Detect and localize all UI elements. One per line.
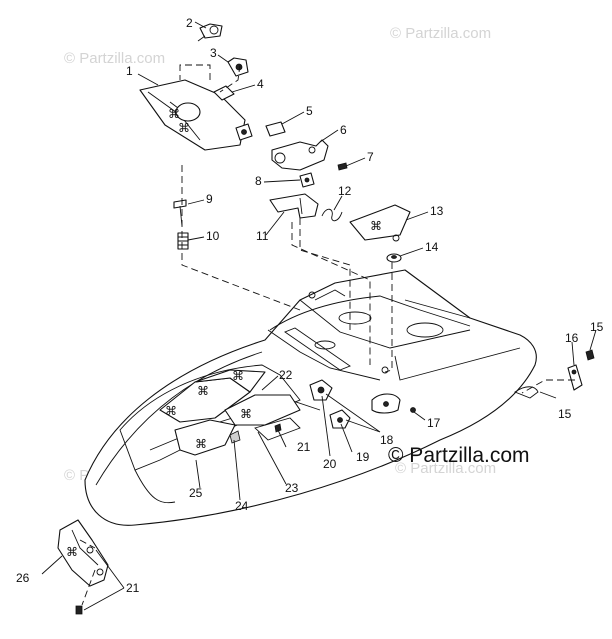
callout-16: 16 — [565, 331, 579, 345]
callout-10: 10 — [206, 229, 220, 243]
hinge-16 — [567, 364, 583, 391]
callout-21-lower: 21 — [126, 581, 140, 595]
svg-text:⌘: ⌘ — [197, 384, 209, 398]
partzilla-brand-label: © Partzilla.com — [388, 444, 530, 467]
bolt-9 — [173, 199, 187, 227]
callout-15-bottom: 15 — [558, 407, 572, 421]
headlight-assembly: ⌘ ⌘ — [139, 79, 253, 151]
watermark-top-right: © Partzilla.com — [390, 25, 492, 42]
svg-text:⌘: ⌘ — [240, 407, 252, 421]
svg-text:⌘: ⌘ — [178, 121, 190, 135]
spring-10 — [177, 232, 189, 250]
callout-2: 2 — [186, 16, 193, 30]
callout-19: 19 — [356, 450, 370, 464]
connector-4 — [213, 85, 235, 101]
callout-3: 3 — [210, 46, 217, 60]
svg-text:⌘: ⌘ — [195, 437, 207, 451]
callout-21-upper: 21 — [297, 440, 311, 454]
callout-numbers: 1 2 3 4 5 6 7 8 9 10 11 12 13 14 15 15 1… — [16, 16, 604, 595]
watermark-mid-right: © Partzilla.com — [395, 460, 497, 477]
callout-26: 26 — [16, 571, 30, 585]
watermark-top-left: © Partzilla.com — [64, 50, 166, 67]
svg-text:⌘: ⌘ — [165, 404, 177, 418]
leader-lines — [41, 21, 597, 611]
callout-5: 5 — [306, 104, 313, 118]
bulb-3 — [227, 57, 249, 77]
callout-15-top: 15 — [590, 320, 604, 334]
callout-14: 14 — [425, 240, 439, 254]
bracket-6 — [271, 139, 329, 171]
hood-body: ⌘ ⌘ ⌘ ⌘ ⌘ — [84, 269, 539, 526]
callout-17: 17 — [427, 416, 441, 430]
callout-7: 7 — [367, 150, 374, 164]
clip-12 — [321, 208, 343, 222]
callout-6: 6 — [340, 123, 347, 137]
bracket-26: ⌘ — [57, 519, 109, 615]
nut-8 — [299, 172, 315, 188]
pad-5 — [265, 121, 286, 137]
callout-24: 24 — [235, 499, 249, 513]
callout-12: 12 — [338, 184, 352, 198]
bulb-2 — [197, 23, 223, 42]
callout-22: 22 — [279, 368, 293, 382]
callout-8: 8 — [255, 174, 262, 188]
svg-text:⌘: ⌘ — [168, 107, 180, 121]
callout-20: 20 — [323, 457, 337, 471]
callout-23: 23 — [285, 481, 299, 495]
alignment-lines — [79, 64, 575, 606]
svg-text:⌘: ⌘ — [370, 219, 382, 233]
emblem-17 — [410, 407, 416, 413]
callout-11: 11 — [256, 229, 269, 243]
grommet-14 — [386, 253, 402, 263]
svg-text:⌘: ⌘ — [232, 369, 244, 383]
callout-1: 1 — [126, 64, 133, 78]
callout-18: 18 — [380, 433, 394, 447]
callout-13: 13 — [430, 204, 444, 218]
screw-7 — [337, 162, 348, 171]
svg-text:⌘: ⌘ — [66, 545, 78, 559]
screw-15 — [585, 349, 595, 361]
callout-25: 25 — [189, 486, 203, 500]
callout-9: 9 — [206, 192, 213, 206]
cover-13: ⌘ — [349, 204, 411, 242]
bracket-11 — [269, 193, 319, 219]
callout-4: 4 — [257, 77, 264, 91]
